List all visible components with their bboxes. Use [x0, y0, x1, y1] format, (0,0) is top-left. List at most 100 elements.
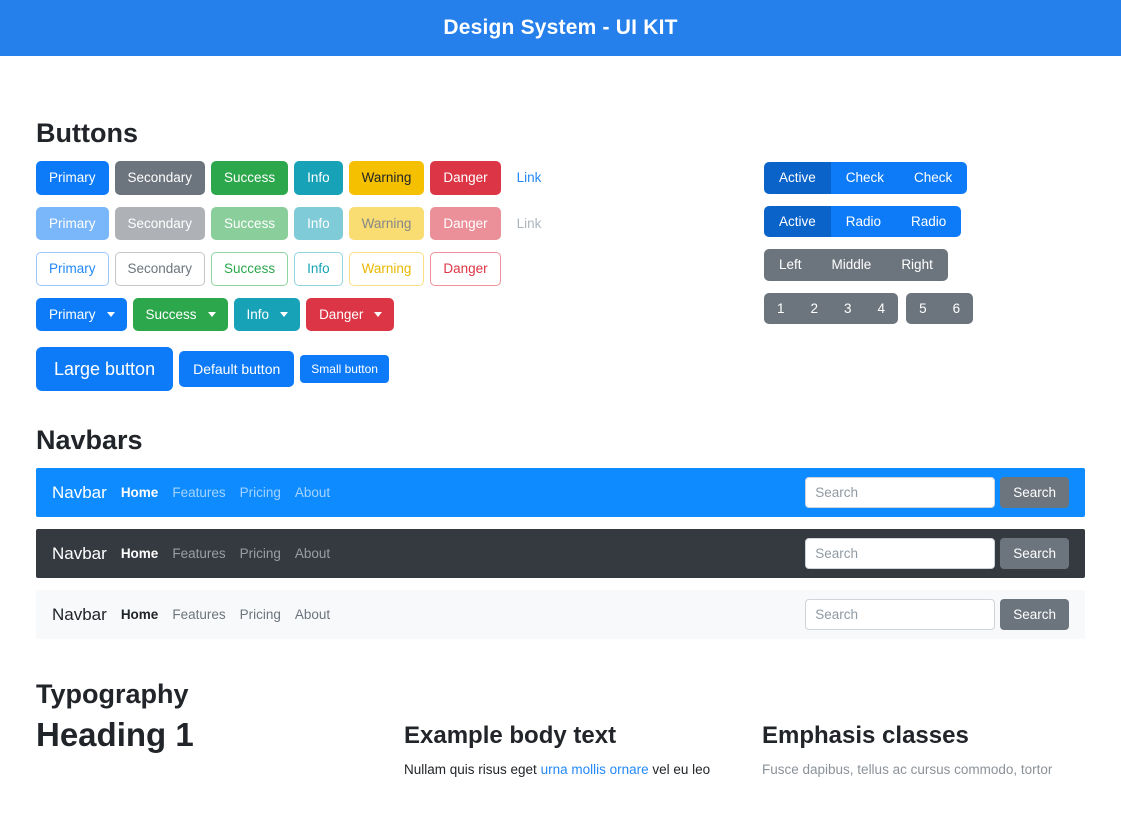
position-button-group: Left Middle Right: [764, 249, 948, 281]
toolbar-button-2[interactable]: 2: [797, 292, 832, 324]
buttons-section: Buttons Primary Secondary Success Info W…: [36, 56, 1085, 391]
toolbar-button-4[interactable]: 4: [864, 292, 899, 324]
toolbar-group-first: 1 2 3 4: [764, 292, 899, 324]
navbar-search-form: Search: [805, 538, 1069, 569]
outline-buttons-row: Primary Secondary Success Info Warning D…: [36, 252, 1085, 286]
navbar-brand[interactable]: Navbar: [52, 543, 107, 563]
button-default[interactable]: Default button: [179, 351, 295, 387]
page-title: Design System - UI KIT: [443, 16, 678, 39]
search-button[interactable]: Search: [1000, 599, 1069, 630]
dropdown-success[interactable]: Success: [132, 297, 228, 331]
button-info-disabled: Info: [294, 206, 343, 240]
dropdown-success-label: Success: [145, 306, 197, 322]
button-outline-info[interactable]: Info: [294, 252, 343, 286]
navbar-links: Home Features Pricing About: [121, 546, 330, 561]
button-large[interactable]: Large button: [36, 347, 174, 391]
button-success[interactable]: Success: [211, 161, 289, 195]
dropdown-primary[interactable]: Primary: [36, 297, 127, 331]
dropdown-buttons-row: Primary Success Info Danger: [36, 297, 1085, 331]
button-groups-column: Active Check Check Active Radio Radio Le…: [764, 162, 974, 324]
nav-link-home[interactable]: Home: [120, 607, 159, 622]
toolbar-button-1[interactable]: 1: [764, 292, 798, 324]
button-outline-secondary[interactable]: Secondary: [114, 252, 206, 286]
button-warning-disabled: Warning: [348, 206, 425, 240]
nav-link-home[interactable]: Home: [120, 546, 159, 561]
navbar-light: Navbar Home Features Pricing About Searc…: [36, 590, 1085, 639]
navbar-dark: Navbar Home Features Pricing About Searc…: [36, 529, 1085, 578]
button-outline-primary[interactable]: Primary: [36, 252, 109, 286]
toolbar-button-5[interactable]: 5: [906, 292, 940, 324]
nav-link-about[interactable]: About: [294, 485, 331, 500]
nav-link-about[interactable]: About: [294, 546, 331, 561]
dropdown-primary-label: Primary: [49, 306, 96, 322]
position-middle[interactable]: Middle: [816, 249, 887, 281]
button-small[interactable]: Small button: [300, 355, 389, 383]
navbar-search-form: Search: [805, 477, 1069, 508]
button-toolbar: 1 2 3 4 5 6: [764, 292, 974, 324]
radio-group-active[interactable]: Active: [764, 205, 831, 237]
button-warning[interactable]: Warning: [348, 161, 425, 195]
page-content: Buttons Primary Secondary Success Info W…: [0, 56, 1121, 781]
emphasis-paragraph: Fusce dapibus, tellus ac cursus commodo,…: [762, 762, 1053, 777]
search-button[interactable]: Search: [1000, 477, 1069, 508]
heading-1-sample: Heading 1: [36, 716, 194, 753]
dropdown-danger[interactable]: Danger: [306, 297, 395, 331]
toolbar-group-second: 5 6: [906, 292, 974, 324]
body-text-link[interactable]: urna mollis ornare: [540, 762, 649, 777]
radio-group-item-1[interactable]: Radio: [830, 205, 897, 237]
nav-link-home[interactable]: Home: [120, 485, 159, 500]
button-outline-success[interactable]: Success: [211, 252, 289, 286]
navbar-brand[interactable]: Navbar: [52, 482, 107, 502]
button-info[interactable]: Info: [294, 161, 343, 195]
toolbar-button-3[interactable]: 3: [831, 292, 865, 324]
check-group-item-1[interactable]: Check: [830, 162, 900, 194]
typography-column-body: Example body text Nullam quis risus eget…: [404, 716, 762, 781]
nav-link-features[interactable]: Features: [172, 485, 226, 500]
navbar-links: Home Features Pricing About: [121, 607, 330, 622]
navbar-links: Home Features Pricing About: [121, 485, 330, 500]
search-input[interactable]: [805, 599, 996, 630]
button-danger-disabled: Danger: [430, 206, 501, 240]
button-outline-danger[interactable]: Danger: [430, 252, 501, 286]
position-left[interactable]: Left: [764, 249, 817, 281]
typography-heading: Typography: [36, 679, 189, 709]
search-input[interactable]: [805, 477, 996, 508]
button-secondary[interactable]: Secondary: [114, 161, 206, 195]
chevron-down-icon: [106, 312, 115, 318]
button-primary[interactable]: Primary: [36, 161, 109, 195]
emphasis-title: Emphasis classes: [762, 722, 969, 749]
button-secondary-disabled: Secondary: [114, 206, 206, 240]
buttons-heading: Buttons: [36, 118, 138, 148]
nav-link-features[interactable]: Features: [172, 607, 226, 622]
radio-group-item-2[interactable]: Radio: [896, 205, 962, 237]
typography-section: Typography Heading 1 Example body text N…: [36, 639, 1085, 781]
dropdown-info[interactable]: Info: [233, 297, 301, 331]
button-danger[interactable]: Danger: [430, 161, 501, 195]
check-group-active[interactable]: Active: [764, 162, 831, 194]
button-success-disabled: Success: [211, 206, 289, 240]
chevron-down-icon: [374, 312, 383, 318]
search-button[interactable]: Search: [1000, 538, 1069, 569]
solid-buttons-row: Primary Secondary Success Info Warning D…: [36, 161, 1085, 195]
body-text-paragraph: Nullam quis risus eget urna mollis ornar…: [404, 760, 762, 781]
button-link[interactable]: Link: [507, 161, 552, 194]
position-right[interactable]: Right: [886, 249, 948, 281]
nav-link-pricing[interactable]: Pricing: [239, 485, 281, 500]
button-link-disabled: Link: [507, 207, 552, 240]
app-header: Design System - UI KIT: [0, 0, 1121, 56]
nav-link-pricing[interactable]: Pricing: [239, 607, 281, 622]
nav-link-pricing[interactable]: Pricing: [239, 546, 281, 561]
button-primary-disabled: Primary: [36, 206, 109, 240]
dropdown-danger-label: Danger: [319, 306, 364, 322]
navbar-brand[interactable]: Navbar: [52, 604, 107, 624]
radio-button-group: Active Radio Radio: [764, 205, 962, 237]
typography-columns: Heading 1 Example body text Nullam quis …: [36, 716, 1085, 781]
check-group-item-2[interactable]: Check: [899, 162, 968, 194]
button-outline-warning[interactable]: Warning: [348, 252, 425, 286]
navbar-blue: Navbar Home Features Pricing About Searc…: [36, 468, 1085, 517]
nav-link-features[interactable]: Features: [172, 546, 226, 561]
nav-link-about[interactable]: About: [294, 607, 331, 622]
body-text-title: Example body text: [404, 722, 617, 749]
toolbar-button-6[interactable]: 6: [939, 292, 974, 324]
search-input[interactable]: [805, 538, 996, 569]
